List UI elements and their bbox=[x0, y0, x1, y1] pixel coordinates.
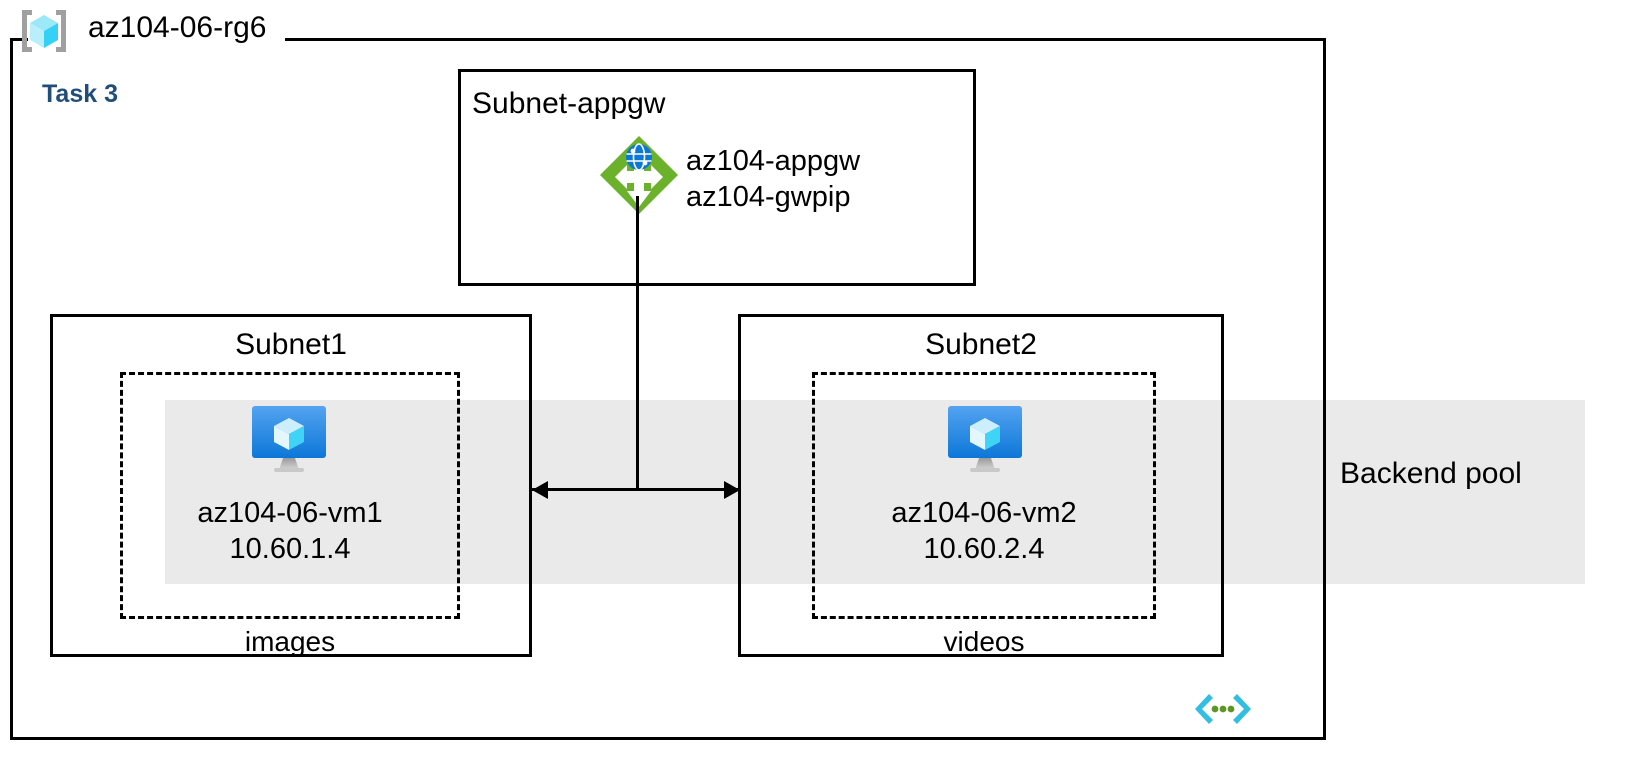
code-brackets-icon bbox=[1195, 692, 1251, 726]
resource-group-cube-icon bbox=[14, 6, 74, 56]
resource-group-border-bottom bbox=[10, 737, 1326, 740]
subnet1-vm-name: az104-06-vm1 bbox=[197, 497, 383, 529]
subnet2-vm-group-box bbox=[812, 372, 1156, 619]
subnet-appgw-title: Subnet-appgw bbox=[472, 87, 666, 120]
resource-group-border-top-right bbox=[285, 38, 1326, 41]
appgw-name-label: az104-appgw bbox=[686, 145, 861, 177]
subnet2-vm-name: az104-06-vm2 bbox=[891, 497, 1077, 529]
subnet1-box bbox=[50, 314, 532, 657]
backend-pool-label: Backend pool bbox=[1340, 457, 1522, 490]
subnet1-title: Subnet1 bbox=[235, 328, 347, 361]
subnet1-subnet2-connector bbox=[532, 488, 740, 491]
resource-group-border-left bbox=[10, 38, 13, 740]
subnet2-title: Subnet2 bbox=[925, 328, 1037, 361]
resource-group-title: az104-06-rg6 bbox=[88, 11, 267, 44]
resource-group-border-top-left bbox=[10, 38, 28, 41]
subnet2-box bbox=[738, 314, 1224, 657]
gateway-to-subnets-connector bbox=[636, 196, 639, 490]
subnet2-vm-ip: 10.60.2.4 bbox=[923, 533, 1045, 565]
task-label: Task 3 bbox=[42, 80, 118, 108]
subnet2-storage-label: videos bbox=[943, 626, 1025, 657]
application-gateway-icon bbox=[597, 133, 681, 217]
arrowhead-right-icon bbox=[724, 481, 740, 499]
appgw-pip-label: az104-gwpip bbox=[686, 181, 851, 213]
subnet1-vm-ip: 10.60.1.4 bbox=[229, 533, 351, 565]
subnet-appgw-box bbox=[458, 69, 976, 286]
subnet1-storage-label: images bbox=[244, 626, 336, 657]
arrowhead-left-icon bbox=[532, 481, 548, 499]
resource-group-border-right bbox=[1323, 38, 1326, 740]
subnet1-vm-group-box bbox=[120, 372, 460, 619]
virtual-machine-icon bbox=[946, 404, 1024, 474]
virtual-machine-icon bbox=[250, 404, 328, 474]
backend-pool-band bbox=[165, 400, 1585, 584]
